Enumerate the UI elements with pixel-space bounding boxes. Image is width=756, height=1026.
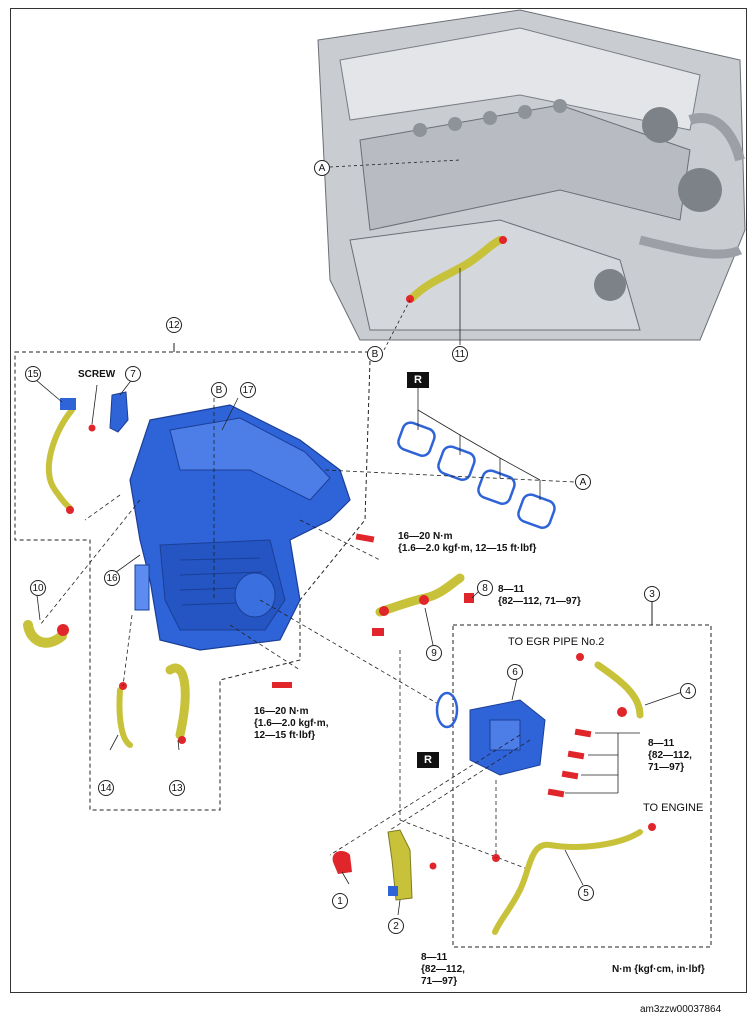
callout-9: 9 bbox=[426, 645, 442, 661]
callout-14: 14 bbox=[98, 780, 114, 796]
callout-13: 13 bbox=[169, 780, 185, 796]
reuse-marker-gaskets: R bbox=[407, 372, 429, 388]
callout-8: 8 bbox=[477, 580, 493, 596]
diagram-frame bbox=[10, 8, 747, 993]
egr-valve bbox=[469, 699, 546, 776]
callout-17: 17 bbox=[240, 382, 256, 398]
figure-code: am3zzw00037864 bbox=[640, 1004, 722, 1015]
callout-11: 11 bbox=[452, 346, 468, 362]
callout-5: 5 bbox=[578, 885, 594, 901]
torque-label-bottom: 8—11 {82—112, 71—97} bbox=[421, 952, 465, 987]
callout-2: 2 bbox=[388, 918, 404, 934]
intake-gaskets bbox=[397, 421, 556, 529]
group-3-boundary bbox=[452, 624, 712, 948]
torque-label-manifold-upper: 16—20 N·m {1.6—2.0 kgf·m, 12—15 ft·lbf} bbox=[398, 531, 537, 554]
callout-1: 1 bbox=[332, 893, 348, 909]
torque-label-egr-valve: 8—11 {82—112, 71—97} bbox=[648, 738, 692, 773]
callout-4: 4 bbox=[680, 683, 696, 699]
callout-15: 15 bbox=[25, 366, 41, 382]
units-note: N·m {kgf·cm, in·lbf} bbox=[612, 964, 705, 975]
callout-10: 10 bbox=[30, 580, 46, 596]
callout-b-bottom: B bbox=[367, 346, 383, 362]
callout-3: 3 bbox=[644, 586, 660, 602]
screw-label: SCREW bbox=[78, 369, 116, 380]
callout-b-manifold: B bbox=[211, 382, 227, 398]
callout-7: 7 bbox=[125, 366, 141, 382]
intake-manifold bbox=[129, 404, 351, 651]
reuse-marker-oring: R bbox=[417, 752, 439, 768]
torque-label-manifold-lower: 16—20 N·m {1.6—2.0 kgf·m, 12—15 ft·lbf} bbox=[254, 706, 329, 741]
to-egr-pipe-label: TO EGR PIPE No.2 bbox=[508, 636, 605, 648]
to-engine-label: TO ENGINE bbox=[643, 802, 704, 814]
torque-label-bracket: 8—11 {82—112, 71—97} bbox=[498, 584, 581, 607]
callout-a-top: A bbox=[314, 160, 330, 176]
group-12-boundary bbox=[14, 351, 371, 811]
callout-a-right: A bbox=[575, 474, 591, 490]
callout-6: 6 bbox=[507, 664, 523, 680]
callout-12: 12 bbox=[166, 317, 182, 333]
engine-illustration bbox=[317, 9, 746, 341]
callout-16: 16 bbox=[104, 570, 120, 586]
